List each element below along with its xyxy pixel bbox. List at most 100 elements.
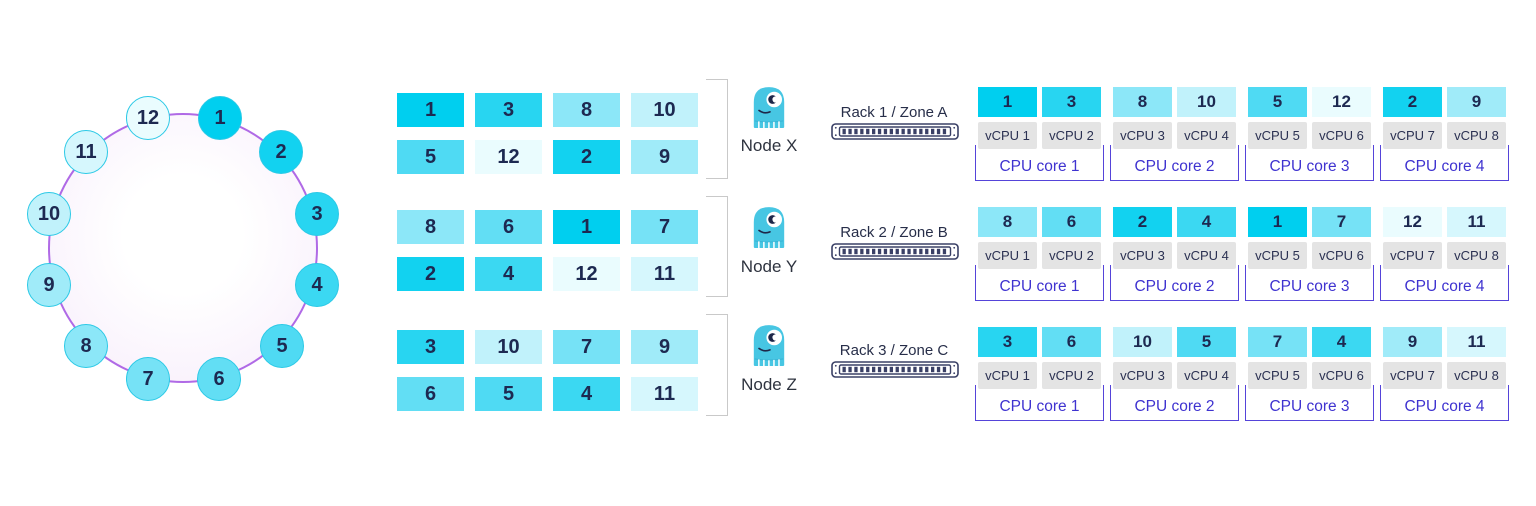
tablet-group-node-y: 8 6 1 7 2 4 12 11 (397, 210, 698, 291)
vcpu-cell: vCPU 7 (1383, 362, 1442, 389)
tablet-cell: 6 (397, 377, 464, 411)
tablet-cell: 5 (397, 140, 464, 174)
shard-cell: 12 (1312, 87, 1371, 117)
core-group: 9 11 vCPU 7 vCPU 8 CPU core 4 (1380, 327, 1509, 421)
shard-cell: 10 (1177, 87, 1236, 117)
ring-token: 7 (126, 357, 170, 401)
vcpu-cell: vCPU 1 (978, 122, 1037, 149)
core-label: CPU core 2 (1134, 278, 1215, 295)
core-label: CPU core 4 (1404, 158, 1485, 175)
vcpu-cell: vCPU 1 (978, 362, 1037, 389)
shard-cell: 7 (1248, 327, 1307, 357)
cpu-row-node-z: 3 6 vCPU 1 vCPU 2 CPU core 1 10 5 vCPU 3… (975, 327, 1509, 421)
core-bracket: CPU core 2 (1110, 265, 1239, 301)
core-label: CPU core 1 (999, 158, 1080, 175)
node-label: Node Z (741, 375, 797, 394)
core-group: 10 5 vCPU 3 vCPU 4 CPU core 2 (1110, 327, 1239, 421)
tablet-cell: 10 (475, 330, 542, 364)
group-bracket (706, 79, 728, 179)
vcpu-cell: vCPU 8 (1447, 362, 1506, 389)
tablet-cell: 2 (553, 140, 620, 174)
core-group: 8 10 vCPU 3 vCPU 4 CPU core 2 (1110, 87, 1239, 181)
ring-token: 9 (27, 263, 71, 307)
shard-cell: 7 (1312, 207, 1371, 237)
vcpu-cell: vCPU 2 (1042, 362, 1101, 389)
node-label: Node X (740, 136, 798, 155)
core-group: 7 4 vCPU 5 vCPU 6 CPU core 3 (1245, 327, 1374, 421)
shard-cell: 3 (1042, 87, 1101, 117)
ring-token: 4 (295, 263, 339, 307)
core-label: CPU core 3 (1269, 158, 1350, 175)
tablet-cell: 3 (397, 330, 464, 364)
vcpu-cell: vCPU 6 (1312, 242, 1371, 269)
tablet-group-node-z: 3 10 7 9 6 5 4 11 (397, 330, 698, 411)
cpu-row-node-x: 1 3 vCPU 1 vCPU 2 CPU core 1 8 10 vCPU 3… (975, 87, 1509, 181)
rack-label: Rack 1 / Zone A (840, 104, 948, 121)
server-rack-icon (831, 361, 959, 378)
core-bracket: CPU core 3 (1245, 145, 1374, 181)
ring-token: 8 (64, 324, 108, 368)
ring-token: 2 (259, 130, 303, 174)
cpu-row-node-y: 8 6 vCPU 1 vCPU 2 CPU core 1 2 4 vCPU 3 … (975, 207, 1509, 301)
scylla-mascot-icon (750, 322, 788, 372)
tablet-cell: 9 (631, 330, 698, 364)
server-rack-icon (831, 243, 959, 260)
tablet-cell: 12 (553, 257, 620, 291)
vcpu-cell: vCPU 5 (1248, 242, 1307, 269)
vcpu-cell: vCPU 7 (1383, 242, 1442, 269)
shard-cell: 9 (1383, 327, 1442, 357)
tablet-cell: 2 (397, 257, 464, 291)
vcpu-cell: vCPU 6 (1312, 122, 1371, 149)
shard-cell: 2 (1383, 87, 1442, 117)
shard-cell: 1 (1248, 207, 1307, 237)
core-bracket: CPU core 2 (1110, 145, 1239, 181)
tablet-cell: 8 (397, 210, 464, 244)
shard-cell: 12 (1383, 207, 1442, 237)
shard-cell: 4 (1312, 327, 1371, 357)
scylla-mascot-icon (750, 204, 788, 254)
ring-token: 1 (198, 96, 242, 140)
tablet-cell: 8 (553, 93, 620, 127)
tablet-cell: 11 (631, 377, 698, 411)
shard-cell: 9 (1447, 87, 1506, 117)
vcpu-cell: vCPU 3 (1113, 122, 1172, 149)
core-group: 2 4 vCPU 3 vCPU 4 CPU core 2 (1110, 207, 1239, 301)
core-group: 1 7 vCPU 5 vCPU 6 CPU core 3 (1245, 207, 1374, 301)
shard-cell: 4 (1177, 207, 1236, 237)
ring-token: 11 (64, 130, 108, 174)
core-group: 1 3 vCPU 1 vCPU 2 CPU core 1 (975, 87, 1104, 181)
tablet-group-node-x: 1 3 8 10 5 12 2 9 (397, 93, 698, 174)
node-label: Node Y (740, 257, 798, 276)
core-label: CPU core 1 (999, 278, 1080, 295)
ring-token: 10 (27, 192, 71, 236)
rack-label: Rack 3 / Zone C (839, 342, 949, 359)
ring-token: 12 (126, 96, 170, 140)
core-bracket: CPU core 1 (975, 265, 1104, 301)
tablet-cell: 1 (553, 210, 620, 244)
tablet-cell: 6 (475, 210, 542, 244)
vcpu-cell: vCPU 5 (1248, 362, 1307, 389)
vcpu-cell: vCPU 3 (1113, 362, 1172, 389)
vcpu-cell: vCPU 7 (1383, 122, 1442, 149)
tablet-cell: 9 (631, 140, 698, 174)
shard-cell: 5 (1177, 327, 1236, 357)
core-label: CPU core 3 (1269, 278, 1350, 295)
vcpu-cell: vCPU 3 (1113, 242, 1172, 269)
tablet-cell: 3 (475, 93, 542, 127)
shard-cell: 8 (978, 207, 1037, 237)
shard-cell: 3 (978, 327, 1037, 357)
server-rack-icon (831, 123, 959, 140)
tablet-cell: 11 (631, 257, 698, 291)
vcpu-cell: vCPU 1 (978, 242, 1037, 269)
core-bracket: CPU core 1 (975, 145, 1104, 181)
core-label: CPU core 2 (1134, 158, 1215, 175)
shard-cell: 8 (1113, 87, 1172, 117)
vcpu-cell: vCPU 2 (1042, 122, 1101, 149)
shard-cell: 6 (1042, 327, 1101, 357)
shard-cell: 10 (1113, 327, 1172, 357)
core-label: CPU core 1 (999, 398, 1080, 415)
core-bracket: CPU core 1 (975, 385, 1104, 421)
vcpu-cell: vCPU 2 (1042, 242, 1101, 269)
ring-token: 6 (197, 357, 241, 401)
